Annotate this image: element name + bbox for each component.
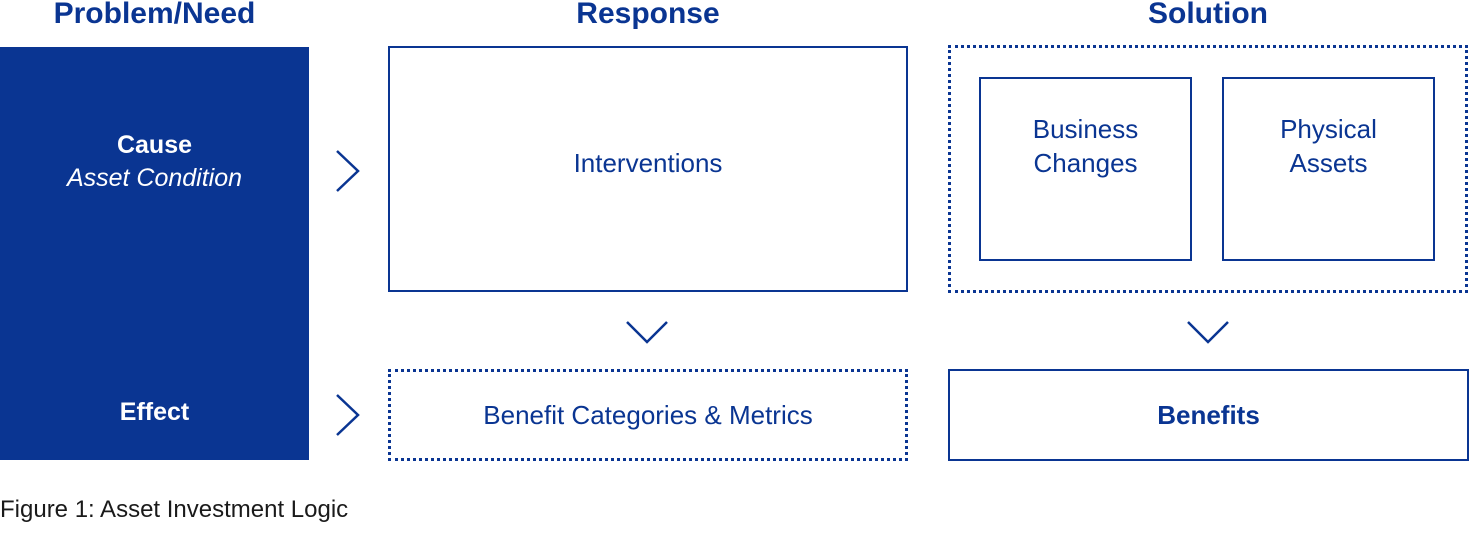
physical-assets-box: Physical Assets — [1222, 77, 1435, 261]
problem-need-panel — [0, 47, 309, 460]
cause-label: Cause — [116, 131, 193, 159]
benefits-box: Benefits — [948, 369, 1469, 461]
figure-caption: Figure 1: Asset Investment Logic — [0, 496, 349, 523]
asset-condition-label: Asset Condition — [66, 164, 243, 192]
header-solution: Solution — [1148, 0, 1268, 30]
benefit-categories-box: Benefit Categories & Metrics — [388, 369, 908, 461]
chevron-right-icon — [336, 150, 360, 192]
header-problem-need: Problem/Need — [53, 0, 256, 30]
benefit-categories-label: Benefit Categories & Metrics — [483, 400, 813, 430]
chevron-down-icon — [626, 321, 668, 344]
header-response: Response — [576, 0, 720, 30]
physical-assets-line2: Assets — [1289, 148, 1368, 178]
business-changes-line2: Changes — [1033, 148, 1138, 178]
interventions-label: Interventions — [573, 148, 723, 178]
physical-assets-line1: Physical — [1280, 114, 1377, 144]
chevron-right-icon — [336, 394, 360, 436]
business-changes-line1: Business — [1032, 114, 1139, 144]
benefits-label: Benefits — [1157, 400, 1260, 430]
interventions-box: Interventions — [388, 46, 908, 292]
chevron-down-icon — [1187, 321, 1229, 344]
business-changes-box: Business Changes — [979, 77, 1192, 261]
solution-group-box — [948, 45, 1468, 293]
effect-label: Effect — [119, 398, 190, 426]
